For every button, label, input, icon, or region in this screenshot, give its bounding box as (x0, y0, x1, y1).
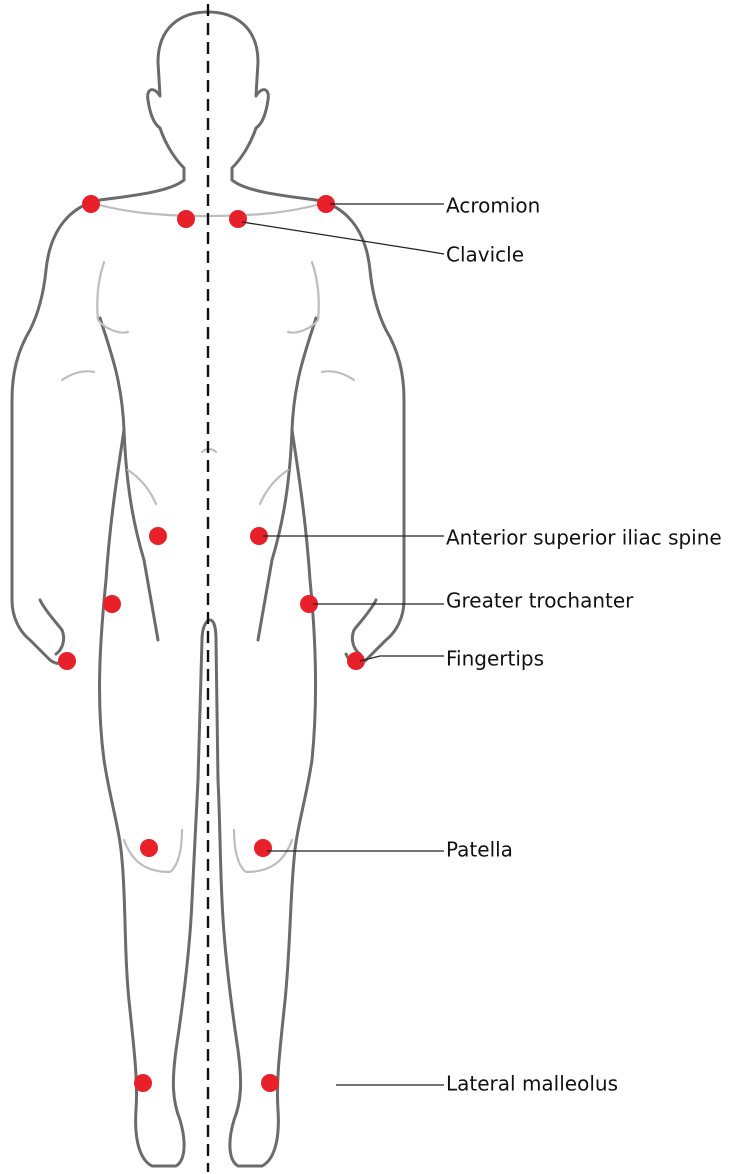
marker-asis-right (149, 527, 167, 545)
label-patella: Patella (446, 838, 513, 862)
label-acromion: Acromion (446, 194, 540, 218)
label-fingertips: Fingertips (446, 647, 544, 671)
label-asis: Anterior superior iliac spine (446, 526, 722, 550)
marker-clavicle-right (177, 210, 195, 228)
marker-patella-right (140, 839, 158, 857)
marker-fingertips-right (58, 652, 76, 670)
marker-clavicle-left (229, 210, 247, 228)
label-lateral-malleolus: Lateral malleolus (446, 1072, 618, 1096)
label-clavicle: Clavicle (446, 243, 524, 267)
landmark-labels: Acromion Clavicle Anterior superior ilia… (446, 194, 722, 1096)
leader-clavicle (242, 222, 444, 254)
marker-trochanter-right (103, 595, 121, 613)
leader-lines (242, 204, 444, 1085)
marker-acromion-right (82, 195, 100, 213)
marker-patella-left (254, 839, 272, 857)
marker-malleolus-right (134, 1074, 152, 1092)
leader-fingertips (360, 656, 444, 661)
marker-malleolus-left (261, 1074, 279, 1092)
label-greater-trochanter: Greater trochanter (446, 589, 634, 613)
